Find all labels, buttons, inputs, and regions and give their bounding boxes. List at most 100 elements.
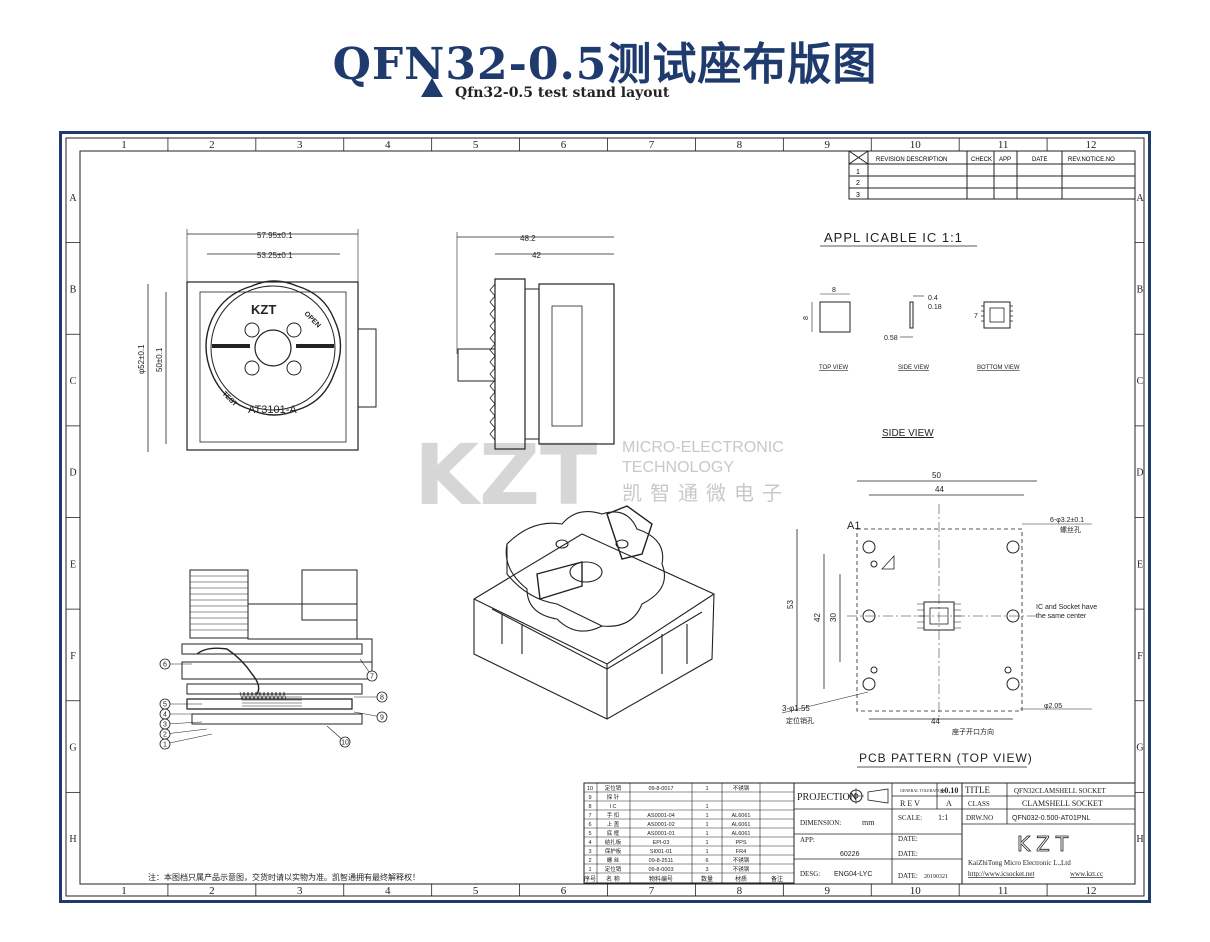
pcb-dim-53: 53 <box>786 600 795 609</box>
grid-col-top: 10 <box>910 139 922 151</box>
ic-dim-c: 0.4 <box>928 295 938 302</box>
ic-dim-f: 7 <box>974 313 978 320</box>
bom-cell: 5 <box>588 831 591 837</box>
pcb-dim-30: 30 <box>829 613 838 622</box>
page-subtitle: Qfn32-0.5 test stand layout <box>455 85 670 101</box>
dim-53-25: 53.25±0.1 <box>257 251 293 260</box>
bom-cell: 6 <box>588 822 591 828</box>
grid-col-bottom: 2 <box>209 885 215 897</box>
date-label-2: DATE: <box>898 850 918 858</box>
title-value: QFN32CLAMSHELL SOCKET <box>1014 787 1106 795</box>
bom-cell: 不锈钢 <box>733 865 750 873</box>
bom-footer-cell: 名 称 <box>606 875 620 883</box>
bom-cell: 不锈钢 <box>733 784 750 792</box>
ic-side-view-label: SIDE VIEW <box>898 365 929 371</box>
bom-cell: 1 <box>705 840 708 846</box>
rev-col-notice: REV.NOTICE.NO <box>1068 157 1115 163</box>
bom-cell: 上 盖 <box>607 820 620 828</box>
dimension-value: mm <box>862 818 875 827</box>
socket-section-view <box>181 569 373 725</box>
open-label: OPEN <box>303 310 322 329</box>
grid-col-bottom: 12 <box>1086 885 1097 897</box>
callout-leader <box>164 733 213 745</box>
side-view-label: SIDE VIEW <box>882 428 934 439</box>
bom-cell: 定位销 <box>605 865 622 873</box>
callout-label: 9 <box>380 715 384 722</box>
bom-cell: 09-8-2511 <box>649 858 674 864</box>
scale-label: SCALE: <box>898 814 922 822</box>
bom-cell: 探 针 <box>607 793 620 801</box>
bom-cell: 保护板 <box>605 847 622 855</box>
bom-footer-cell: 物料编号 <box>649 875 673 883</box>
outer-border <box>65 137 1145 897</box>
bom-cell: AL6061 <box>732 813 751 819</box>
bom-cell: 定位销 <box>605 784 622 792</box>
watermark-logo: KZT <box>414 426 597 524</box>
projection-label: PROJECTION <box>797 792 857 803</box>
grid-row-left: G <box>69 743 76 754</box>
tolerance-value: ±0.10 <box>940 786 958 795</box>
socket-logo: KZT <box>251 302 276 317</box>
rev-value: A <box>946 799 952 808</box>
designer-label: DESG: <box>800 870 820 878</box>
bom-cell: AL6061 <box>732 822 751 828</box>
revision-table: REVISION DESCRIPTION CHECK APP DATE REV.… <box>848 150 1136 200</box>
company-web-2[interactable]: www.kzt.cc <box>1070 870 1103 878</box>
grid-col-top: 11 <box>998 139 1009 151</box>
bom-cell: 1 <box>705 786 708 792</box>
grid-row-right: A <box>1136 193 1144 204</box>
hole-right-note: φ2.05 <box>1044 703 1062 710</box>
callout-label: 1 <box>163 742 167 749</box>
app-label: APP: <box>800 836 815 844</box>
grid-row-right: H <box>1136 834 1143 845</box>
applicable-ic-title: APPL ICABLE IC 1:1 <box>824 230 963 245</box>
bom-cell: 1 <box>705 813 708 819</box>
grid-col-bottom: 7 <box>649 885 655 897</box>
applicable-ic-section: APPL ICABLE IC 1:1 8 8 0.4 0.18 0.58 7 T… <box>803 230 1020 439</box>
bom-cell: 螺 丝 <box>607 856 620 864</box>
bom-cell: 6 <box>705 858 708 864</box>
grid-col-bottom: 4 <box>385 885 391 897</box>
grid-col-top: 5 <box>473 139 479 151</box>
class-value: CLAMSHELL SOCKET <box>1022 799 1103 808</box>
grid-col-bottom: 9 <box>825 885 831 897</box>
pcb-dim-44-top: 44 <box>935 485 944 494</box>
grid-row-left: A <box>69 193 77 204</box>
hole-note: 6-φ3.2±0.1 <box>1050 517 1084 524</box>
callout-leader <box>164 728 208 735</box>
grid-row-left: B <box>70 284 77 295</box>
grid-row-left: D <box>69 468 76 479</box>
bom-cell: 1 <box>705 831 708 837</box>
bom-cell: 7 <box>588 813 591 819</box>
bom-cell: FR4 <box>736 849 746 855</box>
watermark-line1: MICRO-ELECTRONIC <box>622 439 784 456</box>
opening-note: 座子开口方向 <box>952 727 994 736</box>
bom-cell: I C <box>609 804 616 810</box>
pin-note-cn: 定位销孔 <box>786 716 814 725</box>
ic-top-view-label: TOP VIEW <box>819 365 848 371</box>
bom-cell: SI001-01 <box>650 849 672 855</box>
dim-50: 50±0.1 <box>155 347 164 372</box>
dim-48-2: 48.2 <box>520 234 536 243</box>
callout-circle <box>366 670 378 682</box>
callout-leader <box>164 721 203 725</box>
ic-dim-b: 8 <box>803 316 810 320</box>
date-value: 20190321 <box>924 874 948 880</box>
bom-cell: 09-8-0003 <box>648 867 673 873</box>
grid-row-right: B <box>1137 284 1144 295</box>
bom-cell: 1 <box>705 804 708 810</box>
grid-col-bottom: 11 <box>998 885 1009 897</box>
grid-col-top: 7 <box>649 139 655 151</box>
center-note-2: the same center <box>1036 613 1087 620</box>
socket-side-view: 48.2 42 <box>456 232 615 450</box>
grid-row-left: F <box>70 651 76 662</box>
company-name: KaiZhiTong Micro Electronic L.,Ltd <box>968 859 1071 867</box>
rev-col-description: REVISION DESCRIPTION <box>876 157 947 163</box>
bom-cell: 2 <box>588 858 591 864</box>
grid-row-right: C <box>1137 376 1144 387</box>
company-web-1[interactable]: http://www.icsocket.net <box>968 870 1034 878</box>
